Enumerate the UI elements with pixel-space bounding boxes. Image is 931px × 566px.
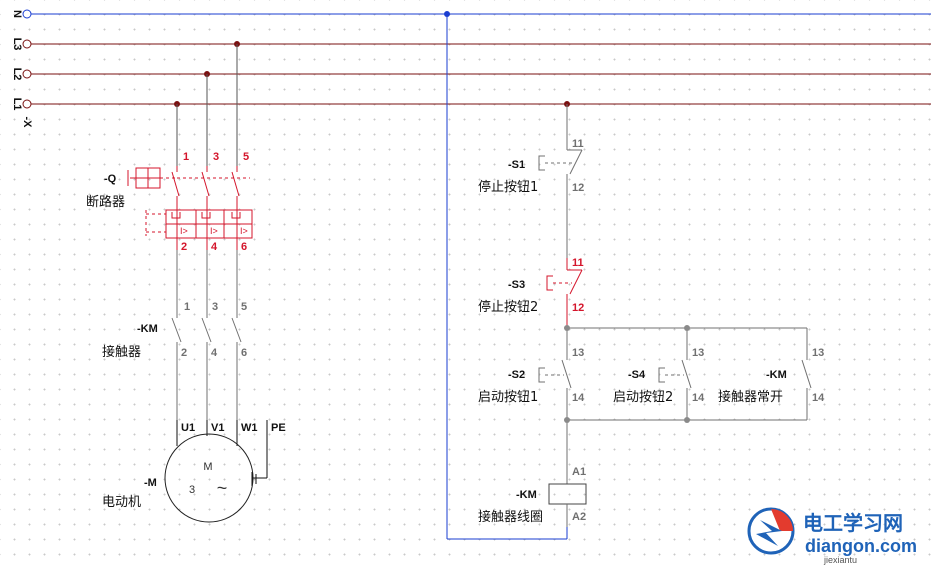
s2-name: 启动按钮1 [478,390,538,405]
terminal-n [22,9,32,19]
svg-text:I>: I> [180,226,188,236]
bus-l2-label: L2 [11,68,23,81]
motor-name: 电动机 [102,495,141,510]
terminal-l1 [22,99,32,109]
contactor-pin-3: 3 [212,301,218,313]
bus-n-label: N [11,10,23,18]
s1-pin-top: 11 [572,138,584,150]
s1-tag: -S1 [508,159,525,171]
coil-tag: -KM [516,489,537,501]
watermark-domain: diangon.com [805,536,917,556]
terminal-block-tag: -X [21,117,33,129]
contactor-pin-5: 5 [241,301,247,313]
km-aux-tag: -KM [766,369,787,381]
coil-pin-a1: A1 [572,466,586,478]
s1-pin-bottom: 12 [572,182,584,194]
motor-terminal-pe: PE [271,422,286,434]
terminal-l3 [22,39,32,49]
s2-tag: -S2 [508,369,525,381]
s3-tag: -S3 [508,279,525,291]
breaker-name: 断路器 [86,194,125,210]
motor-terminal-w1: W1 [241,422,258,434]
breaker-tag: -Q [104,173,117,185]
bus-l1-label: L1 [11,98,23,111]
km-aux-name: 接触器常开 [718,389,783,405]
s4-pin-bottom: 14 [692,392,705,404]
motor-symbol [164,420,268,523]
breaker-pin-2: 2 [181,241,187,253]
s2-pin-bottom: 14 [572,392,585,404]
breaker-pin-1: 1 [183,151,189,163]
svg-text:I>: I> [210,226,218,236]
contactor-pin-6: 6 [241,347,247,359]
contactor-main-tag: -KM [137,323,158,335]
km-aux-pin-bottom: 14 [812,392,825,404]
breaker-pin-3: 3 [213,151,219,163]
s4-pin-top: 13 [692,347,704,359]
motor-terminal-u1: U1 [181,422,195,434]
coil-pin-a2: A2 [572,511,586,523]
logo-bolt-icon [756,520,782,546]
coil-name: 接触器线圈 [478,509,543,525]
contactor-main-name: 接触器 [102,344,141,360]
s3-name: 停止按钮2 [478,299,538,315]
power-circuit [176,44,238,166]
s3-symbol [546,258,583,328]
watermark-logo: 电工学习网 diangon.com jiexiantu [747,507,917,565]
s3-pin-top: 11 [572,257,584,269]
s1-name: 停止按钮1 [478,179,538,195]
logo-arc-icon [771,509,793,531]
breaker-pin-4: 4 [211,241,218,253]
s3-pin-bottom: 12 [572,302,584,314]
terminal-l2 [22,69,32,79]
breaker-pin-5: 5 [243,151,249,163]
s4-tag: -S4 [628,369,646,381]
motor-ac-icon: ~ [217,478,228,498]
contactor-pin-4: 4 [211,347,218,359]
motor-phases: 3 [189,484,195,496]
contactor-pin-1: 1 [184,301,190,313]
s2-pin-top: 13 [572,347,584,359]
breaker-pin-6: 6 [241,241,247,253]
contactor-main-symbol [171,250,242,420]
motor-terminal-v1: V1 [211,422,224,434]
control-junctions [564,325,690,423]
motor-letter: M [203,461,212,473]
bus-l3-label: L3 [11,38,23,51]
svg-text:I>: I> [240,226,248,236]
bus-bars: N L3 L2 L1 -X [11,9,931,129]
watermark-pinyin: jiexiantu [823,555,857,565]
km-aux-pin-top: 13 [812,347,824,359]
s4-name: 启动按钮2 [613,390,673,405]
motor-tag: -M [144,477,157,489]
breaker-symbol [127,166,253,250]
watermark-title: 电工学习网 [803,511,903,535]
contactor-pin-2: 2 [181,347,187,359]
control-circuit [446,14,812,540]
